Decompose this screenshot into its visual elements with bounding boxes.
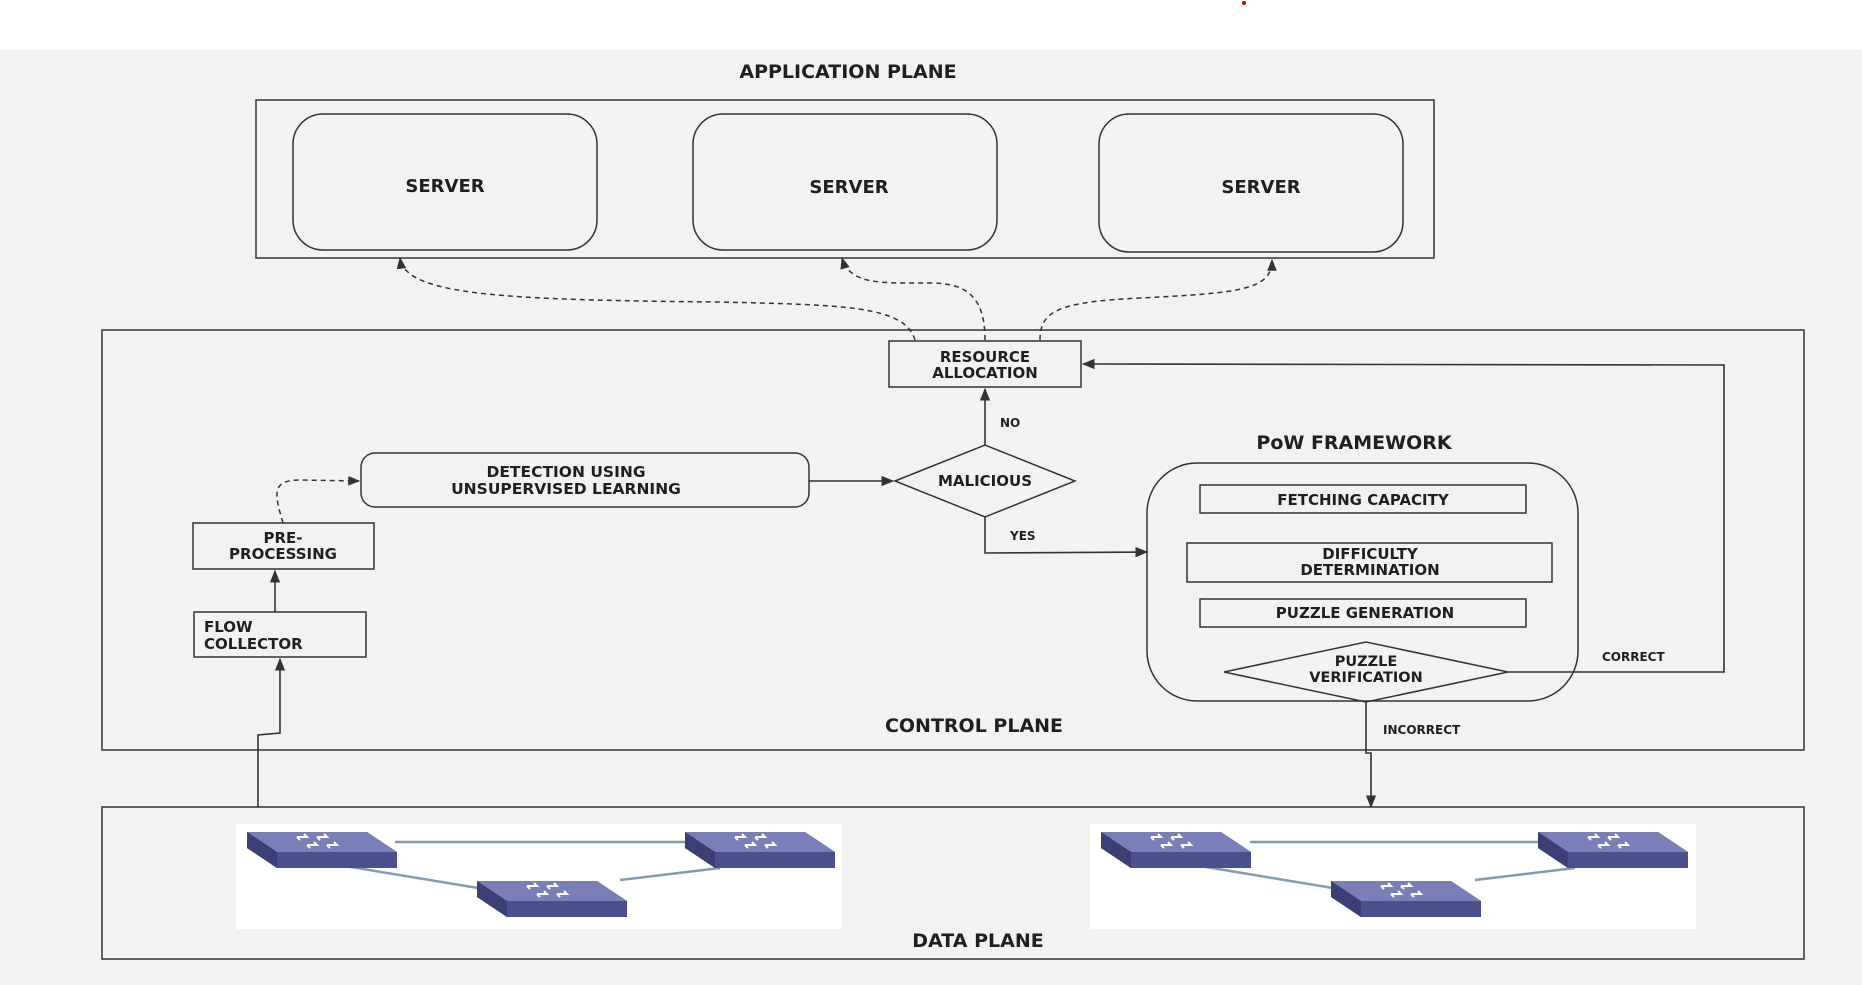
incorrect-label: INCORRECT: [1383, 723, 1461, 737]
network-switch-icon: [684, 831, 836, 869]
control-plane-frame: [101, 329, 1805, 751]
pre-processing-box: [192, 522, 375, 570]
resource-allocation-line-1: RESOURCE: [940, 348, 1030, 366]
server-box-2: [692, 113, 998, 251]
application-plane-title: APPLICATION PLANE: [739, 61, 956, 83]
network-switch-icon: [1100, 831, 1252, 869]
arrow-malicious-to-pow: [984, 517, 1149, 558]
detection-line-2: UNSUPERVISED LEARNING: [451, 480, 681, 498]
puzzle-generation-box: [1199, 598, 1527, 628]
arrow-incorrect-to-dataplane: [1365, 702, 1377, 809]
switch-group-right: [1090, 824, 1696, 929]
network-switch-icon: [476, 880, 628, 918]
flow-collector-line-1: FLOW: [204, 618, 253, 636]
arrow-to-server-3: [1039, 258, 1277, 341]
puzzle-verification-line-1: PUZZLE: [1335, 654, 1398, 670]
detection-box: [360, 452, 810, 508]
correct-label: CORRECT: [1602, 650, 1665, 664]
arrow-preprocessing-to-detection: [276, 476, 361, 524]
arrow-dataplane-to-collector: [257, 657, 286, 807]
puzzle-generation-label: PUZZLE GENERATION: [1276, 604, 1454, 622]
switch-link: [1199, 864, 1346, 892]
server-label-1: SERVER: [405, 176, 484, 197]
red-dot-mark: [1242, 1, 1246, 5]
network-switch-icon: [246, 831, 398, 869]
resource-allocation-line-2: ALLOCATION: [932, 364, 1038, 382]
data-plane-title: DATA PLANE: [912, 930, 1043, 952]
difficulty-determination-box: [1186, 542, 1553, 583]
flow-collector-box: [193, 611, 367, 658]
difficulty-line-2: DETERMINATION: [1300, 561, 1439, 579]
fetching-capacity-label: FETCHING CAPACITY: [1277, 491, 1450, 509]
malicious-decision-diamond: [892, 444, 1078, 518]
switch-link: [344, 864, 491, 892]
pre-processing-line-1: PRE-: [263, 529, 302, 547]
switch-group-left: [236, 824, 842, 929]
malicious-label: MALICIOUS: [938, 472, 1032, 490]
network-switch-icon: [1330, 880, 1482, 918]
fetching-capacity-box: [1199, 484, 1527, 514]
difficulty-line-1: DIFFICULTY: [1322, 545, 1419, 563]
server-box-1: [292, 113, 598, 251]
control-plane-title: CONTROL PLANE: [885, 715, 1063, 737]
flow-collector-line-2: COLLECTOR: [204, 635, 303, 653]
no-label: NO: [1000, 416, 1020, 430]
server-label-2: SERVER: [809, 177, 888, 198]
arrow-correct-to-resource: [1081, 358, 1725, 673]
server-box-3: [1098, 113, 1404, 253]
puzzle-verification-line-2: VERIFICATION: [1309, 670, 1422, 686]
switch-link: [619, 866, 721, 882]
server-label-3: SERVER: [1221, 177, 1300, 198]
resource-allocation-box: [888, 340, 1082, 388]
detection-line-1: DETECTION USING: [486, 463, 645, 481]
data-plane-frame: [101, 806, 1805, 960]
network-switch-icon: [1537, 831, 1689, 869]
pre-processing-line-2: PROCESSING: [229, 545, 337, 563]
pow-framework-title: PoW FRAMEWORK: [1256, 432, 1452, 454]
yes-label: YES: [1009, 529, 1036, 543]
arrow-to-server-2: [840, 256, 986, 341]
switch-link: [1474, 866, 1576, 882]
